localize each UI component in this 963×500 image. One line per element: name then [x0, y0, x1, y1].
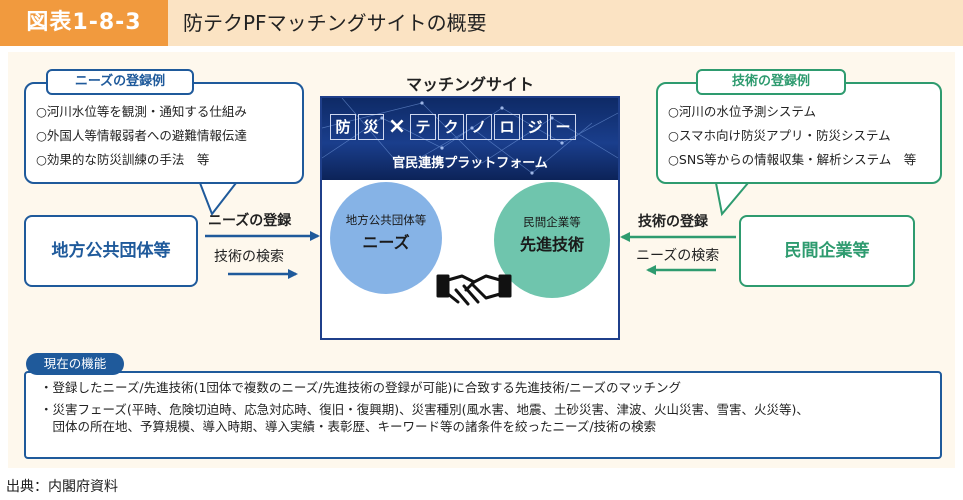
local-government-box: 地方公共団体等: [24, 215, 198, 287]
figure-number: 図表1-8-3: [0, 0, 168, 46]
network-pattern: [322, 98, 618, 175]
logo-char: テ: [410, 114, 436, 140]
function-line: ・災害フェーズ(平時、危険切迫時、応急対応時、復旧・復興期)、災害種別(風水害、…: [40, 402, 809, 417]
logo-char: ロ: [494, 114, 520, 140]
needs-search-label: ニーズの検索: [636, 248, 720, 264]
platform-subtitle: 官民連携プラットフォーム: [392, 156, 548, 171]
platform-banner: 防 災 × テ ク ノ ロ ジ ー 官民連携プラットフォーム: [322, 98, 618, 180]
tech-circle-label: 先進技術: [519, 235, 584, 254]
needs-examples-label: ニーズの登録例: [46, 69, 194, 95]
tech-register-label: 技術の登録: [638, 214, 708, 230]
logo-char: 災: [358, 114, 384, 140]
private-company-box: 民間企業等: [739, 215, 915, 287]
logo-cross: ×: [387, 114, 407, 139]
tech-search-label: 技術の検索: [214, 249, 284, 265]
tech-circle: 民間企業等 先進技術: [494, 182, 610, 298]
needs-register-label: ニーズの登録: [208, 213, 292, 229]
needs-circle-caption: 地方公共団体等: [345, 213, 427, 227]
logo-char: ー: [550, 114, 576, 140]
platform-logo-text: 防 災 × テ ク ノ ロ ジ ー: [330, 112, 578, 142]
tech-examples-label: 技術の登録例: [696, 69, 846, 95]
needs-example-item: ○外国人等情報弱者への避難情報伝達: [36, 128, 247, 143]
source-note: 出典：内閣府資料: [6, 479, 118, 495]
function-line: ・登録したニーズ/先進技術(1団体で複数のニーズ/先進技術の登録が可能)に合致す…: [40, 380, 681, 395]
logo-char: 防: [330, 114, 356, 140]
needs-example-item: ○効果的な防災訓練の手法 等: [36, 152, 210, 167]
logo-char: ジ: [522, 114, 548, 140]
figure-header: 図表1-8-3 防テクPFマッチングサイトの概要: [0, 0, 963, 46]
current-functions-label: 現在の機能: [26, 353, 124, 375]
tech-circle-caption: 民間企業等: [523, 215, 581, 229]
function-line: 団体の所在地、予算規模、導入時期、導入実績・表彰歴、キーワード等の諸条件を絞った…: [40, 419, 657, 434]
current-functions-box: ・登録したニーズ/先進技術(1団体で複数のニーズ/先進技術の登録が可能)に合致す…: [24, 371, 942, 459]
tech-callout-tail: [715, 182, 749, 217]
needs-callout-tail: [199, 182, 237, 217]
tech-examples-callout: 技術の登録例 ○河川の水位予測システム ○スマホ向け防災アプリ・防災システム ○…: [656, 69, 942, 184]
needs-example-item: ○河川水位等を観測・通知する仕組み: [36, 104, 247, 119]
tech-example-item: ○スマホ向け防災アプリ・防災システム: [668, 128, 891, 143]
logo-char: ク: [438, 114, 464, 140]
logo-char: ノ: [466, 114, 492, 140]
matching-site-title: マッチングサイト: [405, 75, 534, 94]
needs-circle-label: ニーズ: [362, 233, 410, 252]
tech-example-item: ○SNS等からの情報収集・解析システム 等: [668, 152, 917, 167]
figure-title: 防テクPFマッチングサイトの概要: [183, 11, 487, 35]
needs-examples-callout: ニーズの登録例 ○河川水位等を観測・通知する仕組み ○外国人等情報弱者への避難情…: [24, 69, 304, 184]
needs-circle: 地方公共団体等 ニーズ: [330, 182, 442, 294]
tech-example-item: ○河川の水位予測システム: [668, 104, 817, 119]
